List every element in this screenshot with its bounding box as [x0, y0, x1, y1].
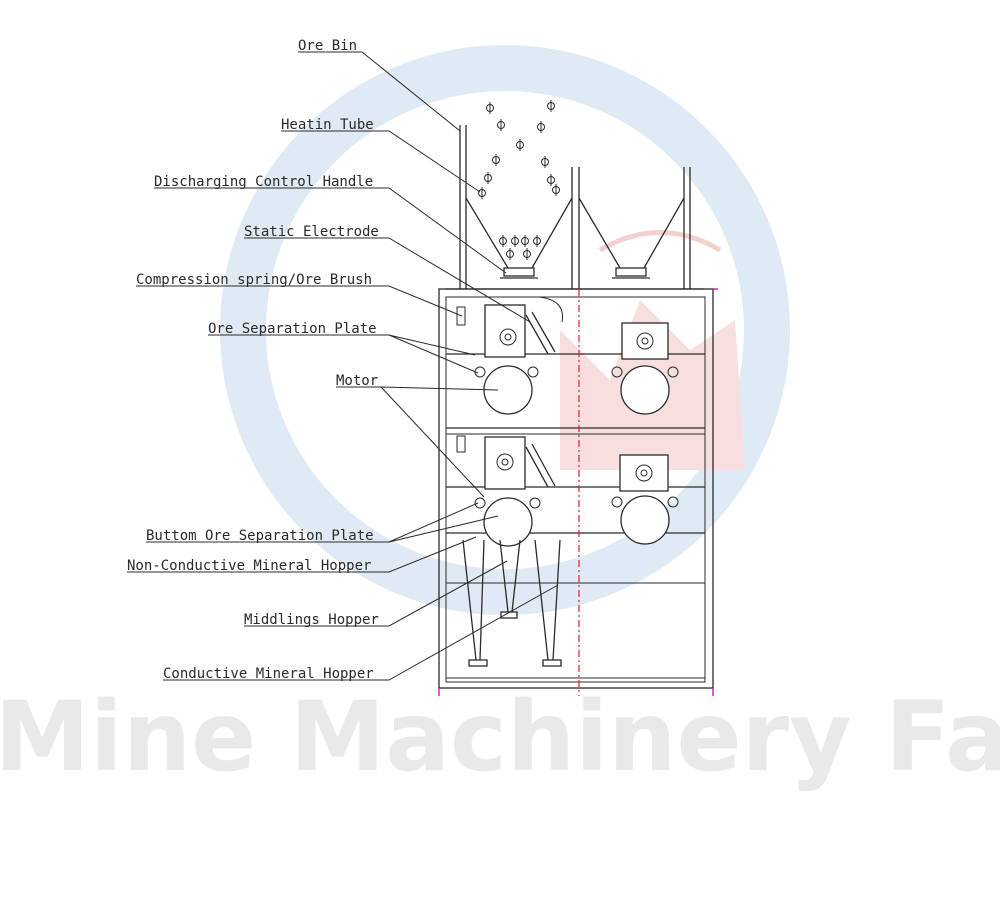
gear-center [504, 333, 512, 341]
logo-ring [220, 45, 790, 615]
label-ore-bin: Ore Bin [298, 38, 357, 54]
outlet-right [542, 659, 562, 667]
label-static-electrode: Static Electrode [244, 224, 379, 240]
leader-discharging-handle [154, 187, 507, 274]
gear [496, 453, 514, 471]
ore-particle [506, 248, 514, 260]
gear-center [640, 469, 648, 477]
inner-frame [445, 296, 706, 683]
bolt-left [611, 366, 623, 378]
ore-particle [537, 121, 545, 133]
roller [620, 495, 670, 545]
gear-center [501, 458, 509, 466]
ore-particle [541, 156, 549, 168]
gear [499, 328, 517, 346]
ore-particle [547, 174, 555, 186]
gearbox [619, 454, 669, 492]
leader-compression-spring [136, 285, 463, 317]
label-non-conductive-hopper: Non-Conductive Mineral Hopper [127, 558, 371, 574]
stage2-left-unit [456, 435, 556, 547]
gearbox [484, 304, 526, 358]
ore-particle [497, 119, 505, 131]
bolt-right [529, 497, 541, 509]
stage1-left-unit [456, 304, 556, 415]
outlet-left [468, 659, 488, 667]
label-discharging-control-handle: Discharging Control Handle [154, 174, 373, 190]
ore-particle [492, 154, 500, 166]
discharge-gate-left [503, 267, 535, 277]
ore-particle [547, 100, 555, 112]
leader-conductive [163, 584, 559, 681]
ore-particle [533, 235, 541, 247]
leader-heating-tube [281, 130, 481, 193]
ore-particle [484, 172, 492, 184]
leader-middlings [244, 560, 508, 627]
bolt-right [527, 366, 539, 378]
label-motor: Motor [336, 373, 378, 389]
bolt-right [667, 366, 679, 378]
stage2-right-unit [611, 454, 679, 545]
bolt-left [474, 497, 486, 509]
bottom-hoppers [446, 539, 705, 667]
leader-bottom-plate [146, 502, 499, 543]
leader-non-conductive [127, 536, 477, 573]
ore-bin-assembly [445, 125, 704, 323]
gear [636, 332, 654, 350]
bolt-right [667, 496, 679, 508]
leader-ore-bin [298, 51, 461, 132]
gearbox [484, 436, 526, 490]
compression-spring [456, 306, 466, 326]
ore-particle [523, 248, 531, 260]
label-bottom-ore-separation-plate: Buttom Ore Separation Plate [146, 528, 374, 544]
ore-particle [511, 235, 519, 247]
middlings-hopper-shape [499, 539, 521, 613]
non-conductive-hopper-shape [462, 539, 485, 661]
conductive-hopper-shape [534, 539, 561, 661]
bolt-left [611, 496, 623, 508]
ore-particle [478, 187, 486, 199]
logo-red-arc [598, 230, 722, 253]
static-electrode-arc [538, 296, 564, 323]
ore-particle [486, 102, 494, 114]
label-heating-tube: Heatin Tube [281, 117, 374, 133]
hopper-right-funnel [578, 197, 685, 269]
discharge-gate-right [615, 267, 647, 277]
watermark-text: JXSC Mine Machinery Factory [0, 681, 1000, 793]
gear-center [641, 337, 649, 345]
gear [635, 464, 653, 482]
label-ore-separation-plate: Ore Separation Plate [208, 321, 377, 337]
ore-particle [552, 184, 560, 196]
ore-particle [516, 139, 524, 151]
label-compression-spring: Compression spring/Ore Brush [136, 272, 372, 288]
ore-particle [499, 235, 507, 247]
leader-static-electrode [244, 237, 531, 323]
leader-lines [127, 51, 559, 681]
leader-ore-separation-plate [208, 334, 479, 374]
label-middlings-hopper: Middlings Hopper [244, 612, 379, 628]
compression-spring [456, 435, 466, 453]
leader-motor [336, 386, 499, 498]
label-conductive-hopper: Conductive Mineral Hopper [163, 666, 374, 682]
gearbox [621, 322, 669, 360]
stage1-right-unit [611, 322, 679, 415]
roller [620, 365, 670, 415]
static-electrode [525, 311, 556, 355]
roller [483, 497, 533, 547]
static-electrode [525, 443, 556, 488]
ore-particles [478, 100, 560, 260]
ore-particle [521, 235, 529, 247]
hopper-left-funnel [465, 197, 573, 269]
